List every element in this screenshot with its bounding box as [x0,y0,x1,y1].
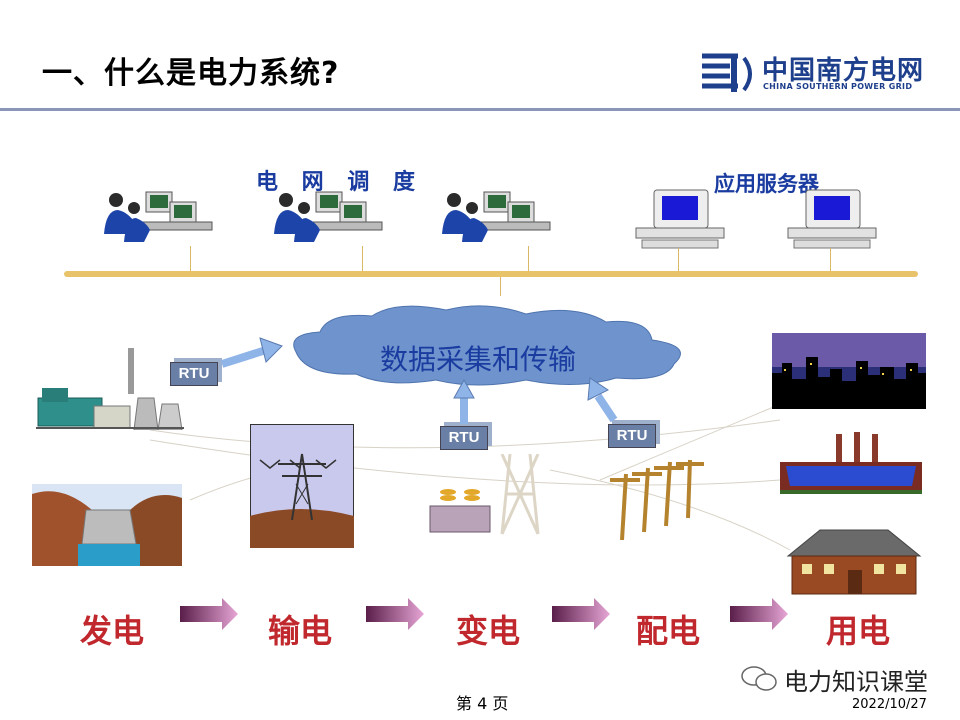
rtu-box: RTU [170,362,218,386]
flow-arrow-icon [730,598,788,630]
server-computer-icon [635,189,725,249]
operator-workstation-icon [442,191,551,242]
power-plant-icon [36,348,184,430]
logo-name-en: CHINA SOUTHERN POWER GRID [763,82,913,91]
wechat-icon [741,666,777,691]
factory-icon [780,432,922,494]
bus-connector [528,246,529,272]
bus-connector [678,248,679,272]
stage-generation: 发电 [80,612,145,650]
flow-arrow-icon [552,598,610,630]
substation-icon [429,454,540,535]
cloud-label: 数据采集和传输 [380,343,577,376]
server-computer-icon [787,189,877,249]
cloud-shape [293,305,681,386]
bus-connector [190,246,191,272]
slide-date: 2022/10/27 [852,697,927,712]
page-title: 一、什么是电力系统? [42,56,340,91]
operator-workstation-icon [104,191,213,242]
page-number: 第 4 页 [456,694,509,713]
network-bus [64,271,918,277]
bus-connector [362,246,363,272]
stage-substation: 变电 [456,612,521,650]
dispatch-label: 电 网 调 度 [256,169,423,195]
flow-arrow-icon [180,598,238,630]
operator-workstation-icon [274,191,383,242]
stage-distribution: 配电 [636,612,701,650]
stage-consumption: 用电 [826,612,891,650]
logo-mark-icon [702,53,752,92]
stage-transmission: 输电 [268,612,333,650]
house-icon [786,529,922,595]
logo-name-cn: 中国南方电网 [762,56,925,86]
hydro-dam-icon [32,484,182,566]
distribution-poles-icon [610,459,704,540]
server-label: 应用服务器 [714,171,819,196]
rtu-box: RTU [440,426,488,450]
bus-connector [500,276,501,296]
city-skyline-icon [772,333,926,409]
bus-connector [830,248,831,272]
rtu-box: RTU [608,424,656,448]
transmission-tower-icon [250,424,354,548]
header-divider [0,108,960,111]
flow-arrow-icon [366,598,424,630]
company-logo: 中国南方电网 CHINA SOUTHERN POWER GRID [700,46,950,102]
watermark-text: 电力知识课堂 [784,668,928,696]
